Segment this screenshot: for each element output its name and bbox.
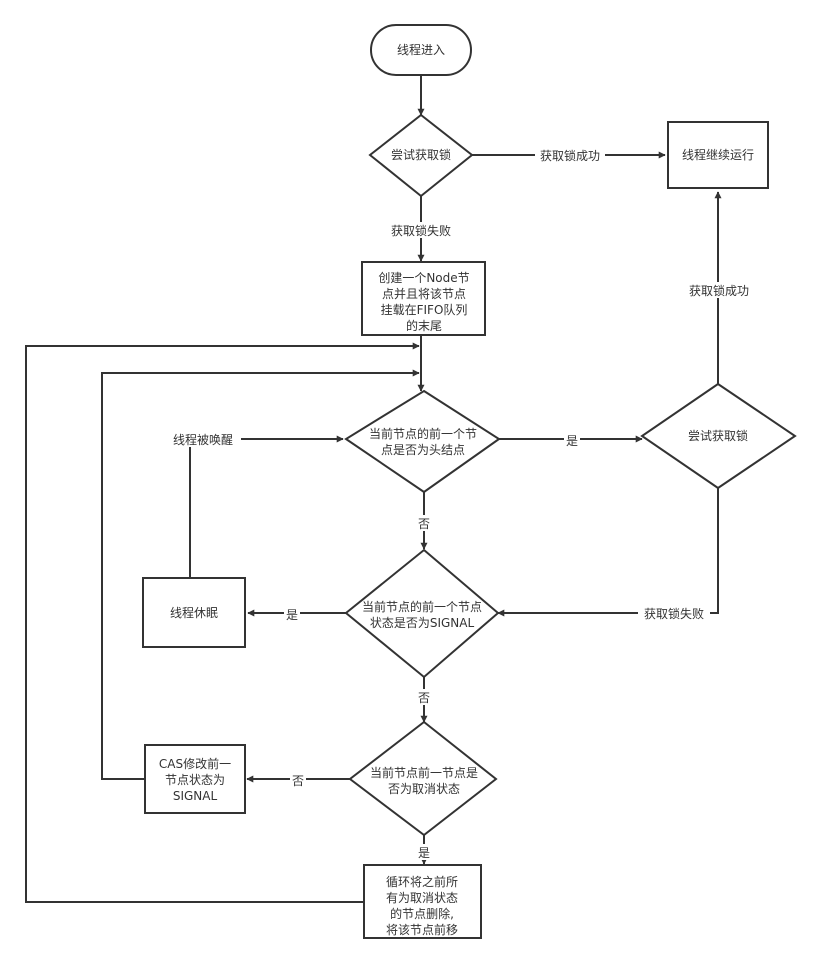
edge-label-awakened: 线程被唤醒 [173, 432, 233, 447]
node-cas-modify-line: 节点状态为 [165, 773, 225, 787]
node-cas-modify-line: CAS修改前一 [159, 756, 231, 771]
node-start: 线程进入 [370, 24, 472, 76]
edge-label-lock-fail-2: 获取锁失败 [644, 606, 704, 621]
edge-labels: 获取锁成功 获取锁失败 获取锁成功 获取锁失败 线程被唤醒 是 否 是 否 否 … [165, 147, 755, 860]
node-loop-delete-line: 循环将之前所 [386, 874, 458, 889]
edge-label-lock-fail-1: 获取锁失败 [391, 223, 451, 238]
node-cas-modify: CAS修改前一 节点状态为 SIGNAL [144, 744, 246, 814]
node-prev-cancelled-line: 当前节点前一节点是 [370, 765, 478, 780]
node-cas-modify-line: SIGNAL [173, 789, 218, 803]
node-prev-is-signal-line: 当前节点的前一个节点 [362, 599, 482, 614]
edge-label-no-head: 否 [418, 517, 430, 531]
edge-label-yes-signal: 是 [286, 608, 298, 622]
node-start-label: 线程进入 [397, 42, 445, 57]
node-loop-delete: 循环将之前所 有为取消状态 的节点删除, 将该节点前移 [363, 864, 482, 939]
edge-cas-loop-back [101, 369, 420, 780]
node-create-node: 创建一个Node节 点并且将该节点 挂载在FIFO队列 的末尾 [361, 261, 486, 336]
node-try-lock-1-label: 尝试获取锁 [391, 147, 451, 162]
node-loop-delete-line: 将该节点前移 [386, 922, 458, 937]
nodes: 线程进入 尝试获取锁 线程继续运行 创建一个Node节 点并且将该节点 挂载在F… [142, 24, 797, 939]
node-try-lock-2: 尝试获取锁 [640, 382, 797, 490]
node-continue-run-label: 线程继续运行 [682, 147, 754, 162]
edge-sleep-awakened [189, 435, 344, 578]
node-create-node-line: 创建一个Node节 [378, 271, 469, 285]
edge-label-no-cancelled: 否 [292, 774, 304, 788]
node-prev-is-head: 当前节点的前一个节 点是否为头结点 [344, 389, 501, 494]
edge-label-no-signal: 否 [418, 691, 430, 705]
edge-label-lock-success-2: 获取锁成功 [689, 283, 749, 298]
node-continue-run: 线程继续运行 [667, 121, 769, 189]
node-prev-cancelled: 当前节点前一节点是 否为取消状态 [348, 720, 498, 837]
node-prev-is-head-line: 点是否为头结点 [381, 443, 465, 457]
node-prev-cancelled-line: 否为取消状态 [388, 782, 460, 796]
edge-loop-delete-back [25, 342, 420, 903]
node-thread-sleep-label: 线程休眠 [170, 605, 218, 620]
node-create-node-line: 挂载在FIFO队列 [381, 302, 468, 317]
edge-label-yes-cancelled: 是 [418, 846, 430, 860]
edge-label-lock-success-1: 获取锁成功 [540, 148, 600, 163]
edge-label-yes-head: 是 [566, 434, 578, 448]
node-try-lock-1: 尝试获取锁 [368, 113, 474, 198]
node-prev-is-signal-line: 状态是否为SIGNAL [370, 616, 475, 630]
node-prev-is-head-line: 当前节点的前一个节 [369, 426, 477, 441]
node-thread-sleep: 线程休眠 [142, 577, 246, 648]
node-loop-delete-line: 有为取消状态 [386, 891, 458, 905]
node-try-lock-2-label: 尝试获取锁 [688, 428, 748, 443]
node-create-node-line: 的末尾 [406, 318, 442, 333]
node-create-node-line: 点并且将该节点 [382, 287, 466, 301]
node-loop-delete-line: 的节点删除, [390, 906, 454, 921]
node-prev-is-signal: 当前节点的前一个节点 状态是否为SIGNAL [344, 548, 500, 679]
edge-try-lock-2-fail [497, 488, 719, 617]
